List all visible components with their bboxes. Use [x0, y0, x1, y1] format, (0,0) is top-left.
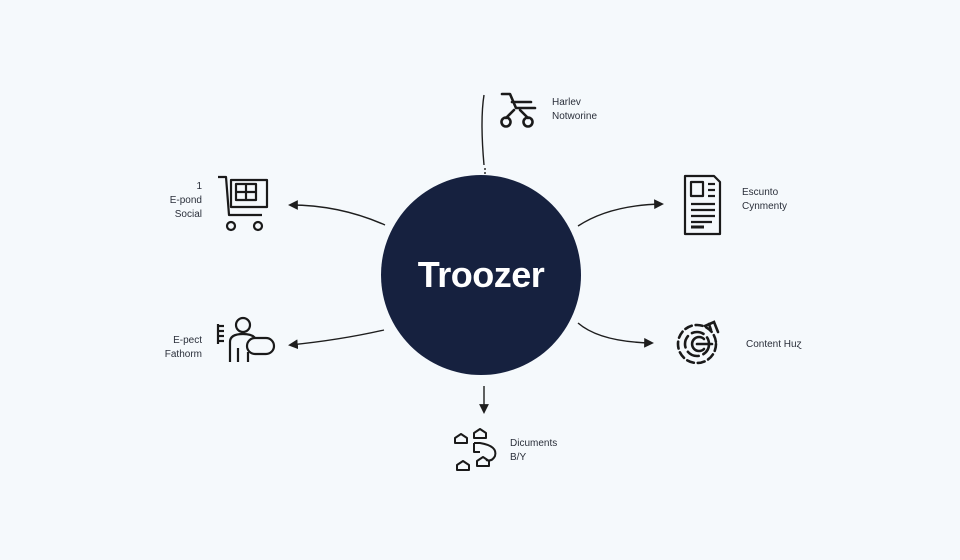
- node-upper-right-line-1: Escunto: [742, 187, 779, 198]
- connectors: [288, 94, 664, 414]
- node-bottom-line-2: B/Y: [510, 452, 527, 463]
- node-lower-right-line-1: Content Huɀ: [746, 339, 802, 350]
- hub-circle: [381, 175, 581, 375]
- content-hub-dial-icon: [676, 320, 720, 365]
- hub-title: Troozer: [417, 254, 545, 295]
- node-label-bottom: Dicuments B/Y: [510, 437, 557, 465]
- node-top-line-2: Notworine: [552, 111, 598, 122]
- node-bottom-line-1: Dicuments: [510, 438, 558, 449]
- connected-houses-icon: [454, 428, 497, 471]
- connector-upper-right: [577, 199, 664, 227]
- stroller-cart-icon: [500, 92, 537, 128]
- node-label-top: Harlev Notworine: [552, 96, 597, 124]
- node-upper-right-line-2: Cynmenty: [742, 201, 788, 212]
- connector-top: [481, 94, 485, 166]
- node-label-upper-right: Escunto Cynmenty: [742, 186, 787, 214]
- node-label-upper-left: 1 E-pond Social: [150, 180, 202, 222]
- node-upper-left-line-2: E-pond: [169, 195, 202, 206]
- node-lower-left-line-1: E-pect: [173, 335, 202, 346]
- node-label-lower-right: Content Huɀ: [746, 338, 802, 352]
- person-with-case-icon: [216, 316, 276, 362]
- node-label-lower-left: E-pect Fathorm: [142, 334, 202, 362]
- node-upper-left-line-1: 1: [196, 181, 202, 192]
- document-icon: [683, 174, 722, 236]
- connector-lower-right: [577, 322, 654, 348]
- node-upper-left-line-3: Social: [174, 209, 202, 220]
- shopping-cart-icon: [218, 175, 269, 232]
- node-top-line-1: Harlev: [552, 97, 581, 108]
- connector-upper-left: [288, 200, 386, 226]
- node-lower-left-line-2: Fathorm: [164, 349, 202, 360]
- connector-lower-left: [288, 329, 385, 350]
